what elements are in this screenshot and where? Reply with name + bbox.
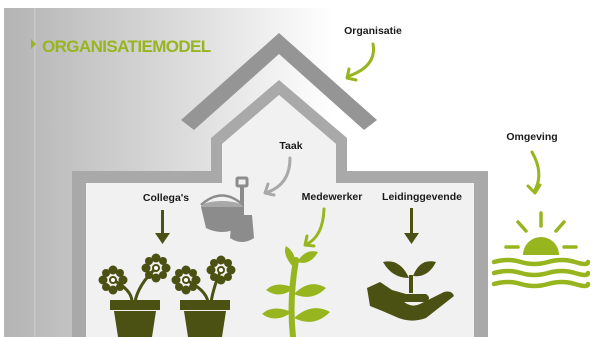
label-taak: Taak [279, 140, 302, 152]
bucket-spade-icon [200, 176, 254, 242]
roof [181, 33, 377, 130]
label-omgeving: Omgeving [506, 131, 557, 143]
page-title-group: ORGANISATIEMODEL [31, 37, 211, 56]
taak-arrowhead-icon [263, 182, 276, 197]
divider [34, 8, 36, 337]
sun-over-water-icon [491, 211, 591, 289]
house-interior [86, 95, 474, 337]
title-arrow-icon [31, 39, 36, 49]
organisatie-arrow-icon [347, 42, 375, 78]
collegas-down-arrow-icon [155, 210, 170, 244]
seedling-in-hand-icon [367, 261, 454, 321]
label-medewerker: Medewerker [302, 191, 363, 203]
omgeving-arrowhead-icon [526, 183, 542, 195]
medewerker-arrow-icon [305, 207, 326, 246]
omgeving-arrow-icon [530, 150, 541, 192]
label-leidinggevende: Leidinggevende [382, 191, 462, 203]
taak-arrow-icon [266, 156, 292, 194]
label-collegas: Collega's [143, 192, 189, 204]
medewerker-arrowhead-icon [303, 234, 316, 248]
flowers-in-pots-icon [98, 253, 236, 337]
sprouting-plant-icon [262, 246, 330, 337]
page-title: ORGANISATIEMODEL [42, 37, 211, 56]
leidinggevende-down-arrow-icon [404, 208, 419, 244]
organisatie-arrowhead-icon [345, 67, 358, 82]
label-organisatie: Organisatie [344, 25, 402, 37]
